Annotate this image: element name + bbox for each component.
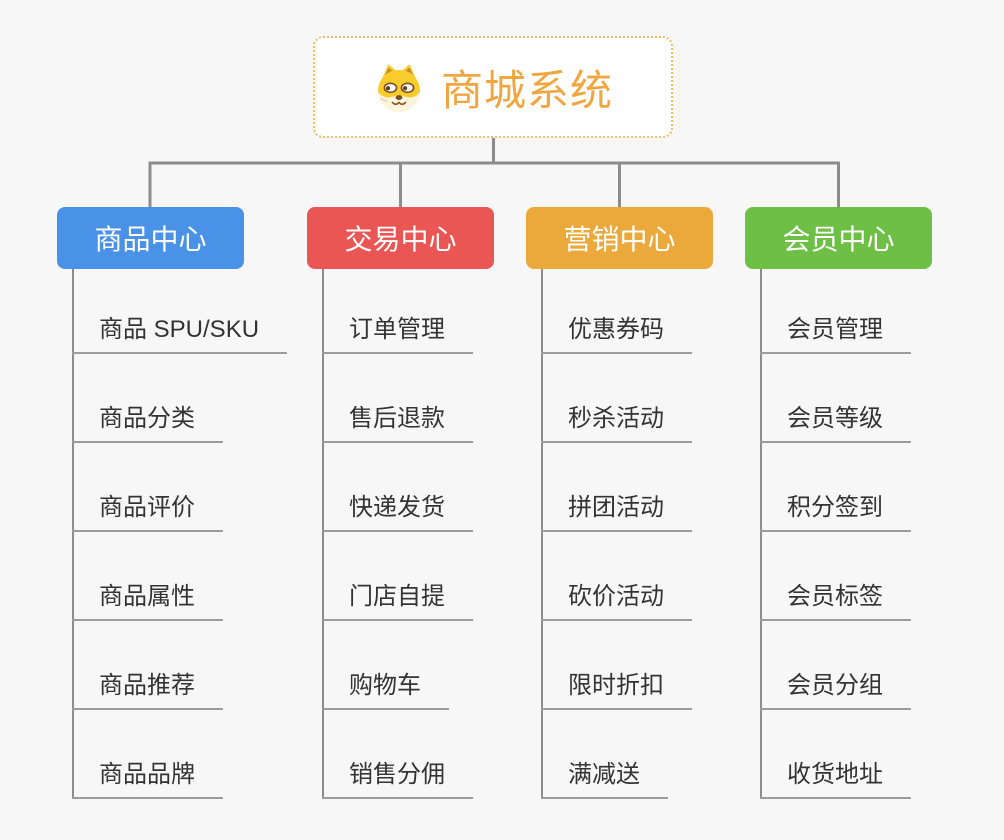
topic-label: 会员等级: [760, 398, 911, 443]
topic-label: 商品 SPU/SKU: [72, 309, 288, 354]
topic-label: 会员标签: [760, 576, 911, 621]
topic-label: 订单管理: [322, 309, 473, 354]
topic-label: 快递发货: [322, 487, 473, 532]
topic-label: 商品品牌: [72, 754, 223, 799]
topic-item[interactable]: 订单管理: [322, 265, 473, 354]
topic-label: 商品属性: [72, 576, 223, 621]
root-node[interactable]: 商城系统: [313, 36, 673, 138]
branch-node-trade-center[interactable]: 交易中心: [307, 207, 494, 269]
topic-item[interactable]: 拼团活动: [541, 443, 692, 532]
topic-label: 售后退款: [322, 398, 473, 443]
topic-item[interactable]: 积分签到: [760, 443, 911, 532]
topic-label: 收货地址: [760, 754, 911, 799]
topic-label: 优惠券码: [541, 309, 692, 354]
branch-node-member-center[interactable]: 会员中心: [745, 207, 932, 269]
topic-label: 积分签到: [760, 487, 911, 532]
leaf-column-product-center: 商品 SPU/SKU 商品分类 商品评价 商品属性 商品推荐 商品品牌: [72, 265, 288, 799]
topic-item[interactable]: 优惠券码: [541, 265, 692, 354]
topic-item[interactable]: 门店自提: [322, 532, 473, 621]
topic-label: 商品分类: [72, 398, 223, 443]
branch-node-marketing-center[interactable]: 营销中心: [526, 207, 713, 269]
root-title: 商城系统: [440, 66, 613, 114]
leaf-column-marketing-center: 优惠券码 秒杀活动 拼团活动 砍价活动 限时折扣 满减送: [541, 265, 692, 799]
branch-label: 营销中心: [563, 224, 676, 255]
topic-item[interactable]: 快递发货: [322, 443, 473, 532]
topic-item[interactable]: 购物车: [322, 621, 473, 710]
topic-item[interactable]: 会员等级: [760, 354, 911, 443]
topic-label: 满减送: [541, 754, 668, 799]
topic-label: 商品推荐: [72, 665, 223, 710]
topic-item[interactable]: 商品推荐: [72, 621, 287, 710]
branch-node-product-center[interactable]: 商品中心: [57, 207, 244, 269]
topic-item[interactable]: 限时折扣: [541, 621, 692, 710]
topic-label: 拼团活动: [541, 487, 692, 532]
topic-item[interactable]: 商品属性: [72, 532, 287, 621]
dog-face-icon: [377, 64, 421, 113]
topic-item[interactable]: 会员标签: [760, 532, 911, 621]
topic-item[interactable]: 售后退款: [322, 354, 473, 443]
topic-label: 购物车: [322, 665, 449, 710]
topic-label: 会员分组: [760, 665, 911, 710]
topic-item[interactable]: 商品评价: [72, 443, 287, 532]
topic-label: 商品评价: [72, 487, 223, 532]
leaf-column-trade-center: 订单管理 售后退款 快递发货 门店自提 购物车 销售分佣: [322, 265, 473, 799]
topic-label: 秒杀活动: [541, 398, 692, 443]
topic-label: 砍价活动: [541, 576, 692, 621]
topic-item[interactable]: 会员分组: [760, 621, 911, 710]
topic-label: 限时折扣: [541, 665, 692, 710]
branch-label: 商品中心: [94, 224, 207, 255]
topic-item[interactable]: 商品 SPU/SKU: [72, 265, 288, 354]
topic-item[interactable]: 砍价活动: [541, 532, 692, 621]
topic-label: 会员管理: [760, 309, 911, 354]
branch-label: 会员中心: [782, 224, 895, 255]
leaf-column-member-center: 会员管理 会员等级 积分签到 会员标签 会员分组 收货地址: [760, 265, 911, 799]
branch-label: 交易中心: [344, 224, 457, 255]
topic-label: 销售分佣: [322, 754, 473, 799]
topic-item[interactable]: 秒杀活动: [541, 354, 692, 443]
topic-label: 门店自提: [322, 576, 473, 621]
topic-item[interactable]: 收货地址: [760, 710, 911, 799]
topic-item[interactable]: 会员管理: [760, 265, 911, 354]
topic-item[interactable]: 商品分类: [72, 354, 287, 443]
topic-item[interactable]: 销售分佣: [322, 710, 473, 799]
topic-item[interactable]: 商品品牌: [72, 710, 287, 799]
topic-item[interactable]: 满减送: [541, 710, 692, 799]
